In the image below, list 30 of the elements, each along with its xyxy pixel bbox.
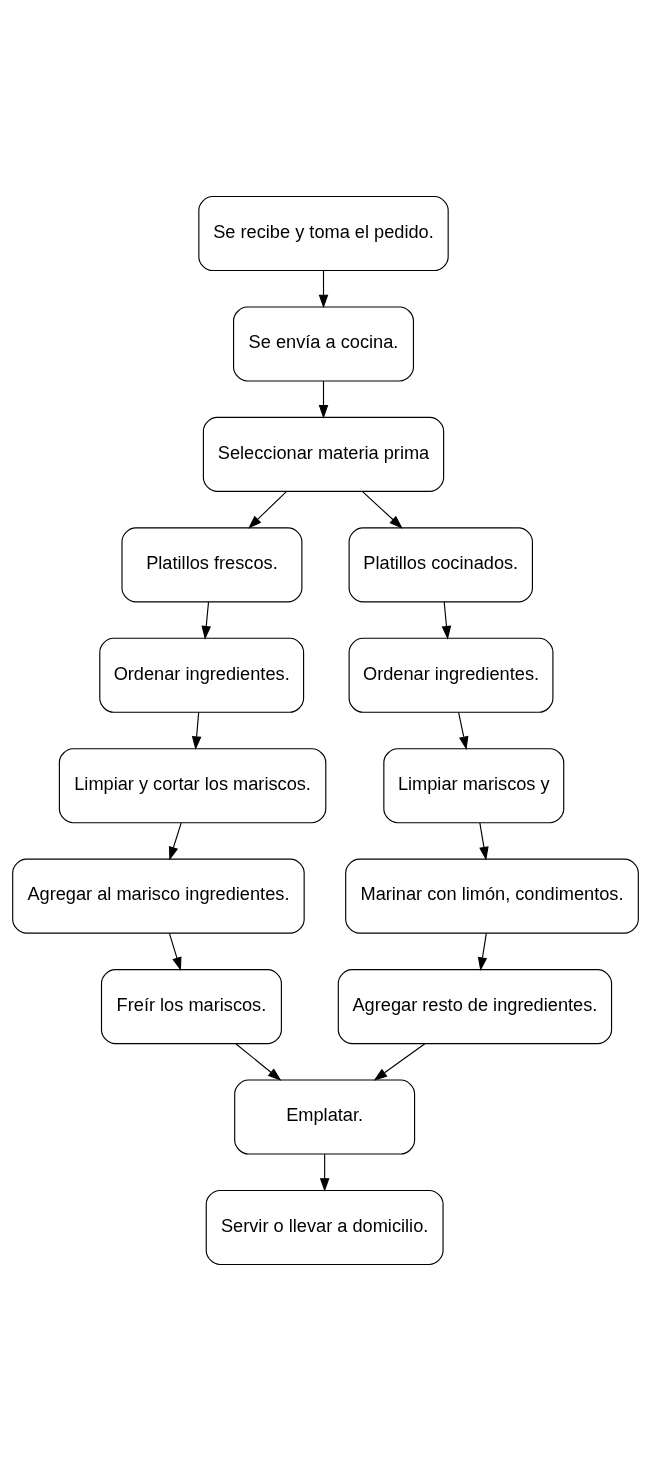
node-box: Agregar resto de ingredientes. — [337, 969, 613, 1045]
arrow — [477, 932, 488, 971]
arrow — [248, 491, 287, 529]
node-box: Freír los mariscos. — [100, 969, 282, 1045]
node-box: Limpiar mariscos y — [383, 748, 565, 824]
arrow — [458, 711, 469, 751]
node-box: Marinar con limón, condimentos. — [345, 858, 639, 934]
arrow — [168, 822, 182, 861]
arrow — [235, 1043, 282, 1081]
node-box: Ordenar ingredientes. — [348, 637, 554, 713]
arrow — [318, 380, 329, 419]
node-box: Platillos cocinados. — [348, 527, 533, 603]
node-box: Limpiar y cortar los mariscos. — [58, 748, 327, 824]
arrow — [319, 1153, 330, 1192]
arrow — [168, 932, 182, 971]
node-box: Emplatar. — [234, 1079, 416, 1155]
node-box: Platillos frescos. — [121, 527, 303, 603]
node-box: Ordenar ingredientes. — [99, 637, 305, 713]
node-box: Seleccionar materia prima — [202, 416, 445, 492]
arrow — [318, 270, 329, 309]
arrow — [441, 601, 452, 640]
node-box: Servir o llevar a domicilio. — [205, 1189, 444, 1265]
node-box: Se recibe y toma el pedido. — [198, 196, 449, 272]
arrow — [362, 491, 403, 529]
arrow — [479, 822, 489, 861]
arrow — [191, 711, 202, 751]
node-box: Agregar al marisco ingredientes. — [12, 858, 305, 934]
node-box: Se envía a cocina. — [233, 306, 414, 382]
arrow — [373, 1043, 426, 1081]
arrow — [201, 601, 211, 640]
